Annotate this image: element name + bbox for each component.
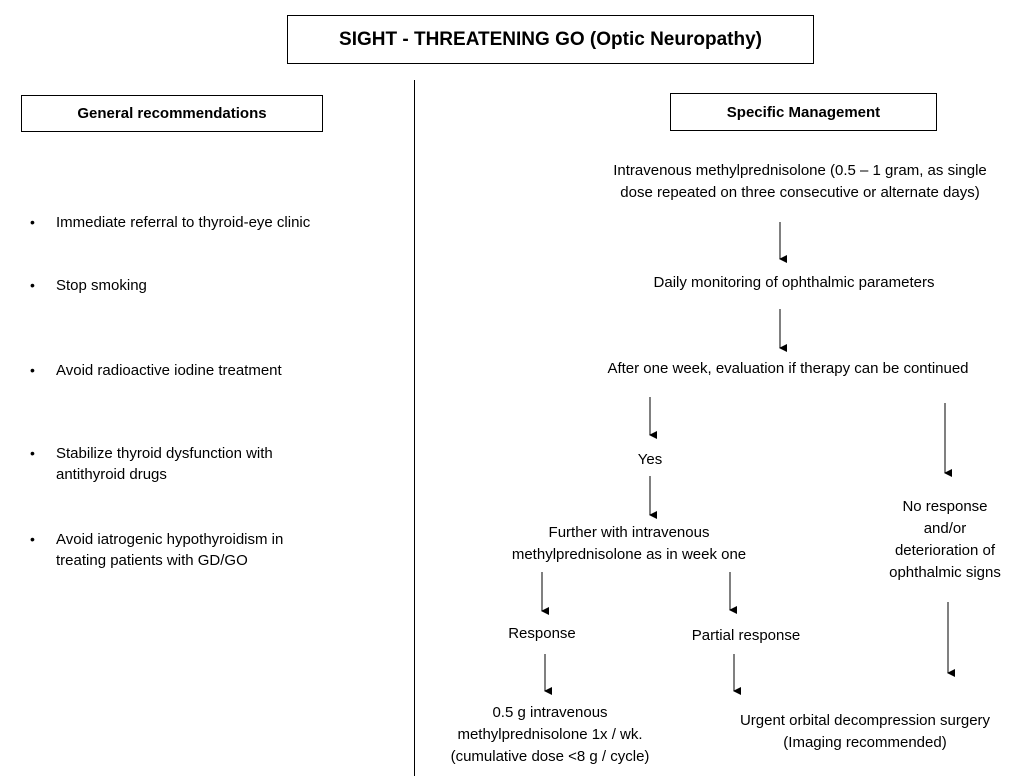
list-item-text: Stop smoking — [56, 277, 147, 294]
no-response-line-1: No response — [902, 498, 988, 515]
no-response-line-4: ophthalmic signs — [889, 564, 1001, 581]
further-line-1: Further with intravenous — [548, 524, 710, 541]
bullet-icon: • — [30, 445, 35, 461]
no-response-node: No response and/or deterioration of opht… — [870, 496, 1020, 584]
maintenance-line-1: 0.5 g intravenous — [492, 704, 608, 721]
maintenance-node: 0.5 g intravenous methylprednisolone 1x … — [440, 702, 660, 768]
ivmp-node: Intravenous methylprednisolone (0.5 – 1 … — [585, 160, 1015, 204]
column-divider — [414, 80, 415, 776]
specific-management-header: Specific Management — [670, 93, 937, 131]
list-item-text: Stabilize thyroid dysfunction with antit… — [56, 445, 273, 483]
list-item: • Immediate referral to thyroid-eye clin… — [30, 212, 390, 233]
general-recommendations-header: General recommendations — [21, 95, 323, 132]
yes-node: Yes — [637, 451, 663, 468]
no-response-line-3: deterioration of — [894, 542, 996, 559]
list-item: • Stop smoking — [30, 275, 390, 296]
bullet-icon: • — [30, 531, 35, 547]
surgery-line-2: (Imaging recommended) — [783, 734, 947, 751]
surgery-node: Urgent orbital decompression surgery (Im… — [715, 710, 1015, 754]
list-item-text: Avoid radioactive iodine treatment — [56, 362, 282, 379]
further-ivmp-node: Further with intravenous methylprednisol… — [490, 522, 768, 566]
bullet-icon: • — [30, 362, 35, 378]
bullet-icon: • — [30, 277, 35, 293]
ivmp-line-1: Intravenous methylprednisolone (0.5 – 1 … — [613, 162, 987, 179]
further-line-2: methylprednisolone as in week one — [511, 546, 747, 563]
response-node: Response — [508, 625, 576, 642]
surgery-line-1: Urgent orbital decompression surgery — [739, 712, 991, 729]
maintenance-line-2: methylprednisolone 1x / wk. — [457, 726, 643, 743]
list-item: • Avoid radioactive iodine treatment — [30, 360, 390, 381]
list-item: • Stabilize thyroid dysfunction with ant… — [30, 443, 390, 485]
list-item-text: Immediate referral to thyroid-eye clinic — [56, 214, 311, 231]
no-response-line-2: and/or — [923, 520, 967, 537]
partial-response-node: Partial response — [691, 627, 801, 644]
list-item: • Avoid iatrogenic hypothyroidism in tre… — [30, 529, 390, 571]
evaluation-node: After one week, evaluation if therapy ca… — [607, 360, 969, 377]
ivmp-line-2: dose repeated on three consecutive or al… — [620, 184, 980, 201]
daily-monitoring-node: Daily monitoring of ophthalmic parameter… — [653, 274, 935, 291]
page-title: SIGHT - THREATENING GO (Optic Neuropathy… — [287, 15, 814, 64]
bullet-icon: • — [30, 214, 35, 230]
maintenance-line-3: (cumulative dose <8 g / cycle) — [450, 748, 650, 765]
list-item-text: Avoid iatrogenic hypothyroidism in treat… — [56, 531, 284, 569]
